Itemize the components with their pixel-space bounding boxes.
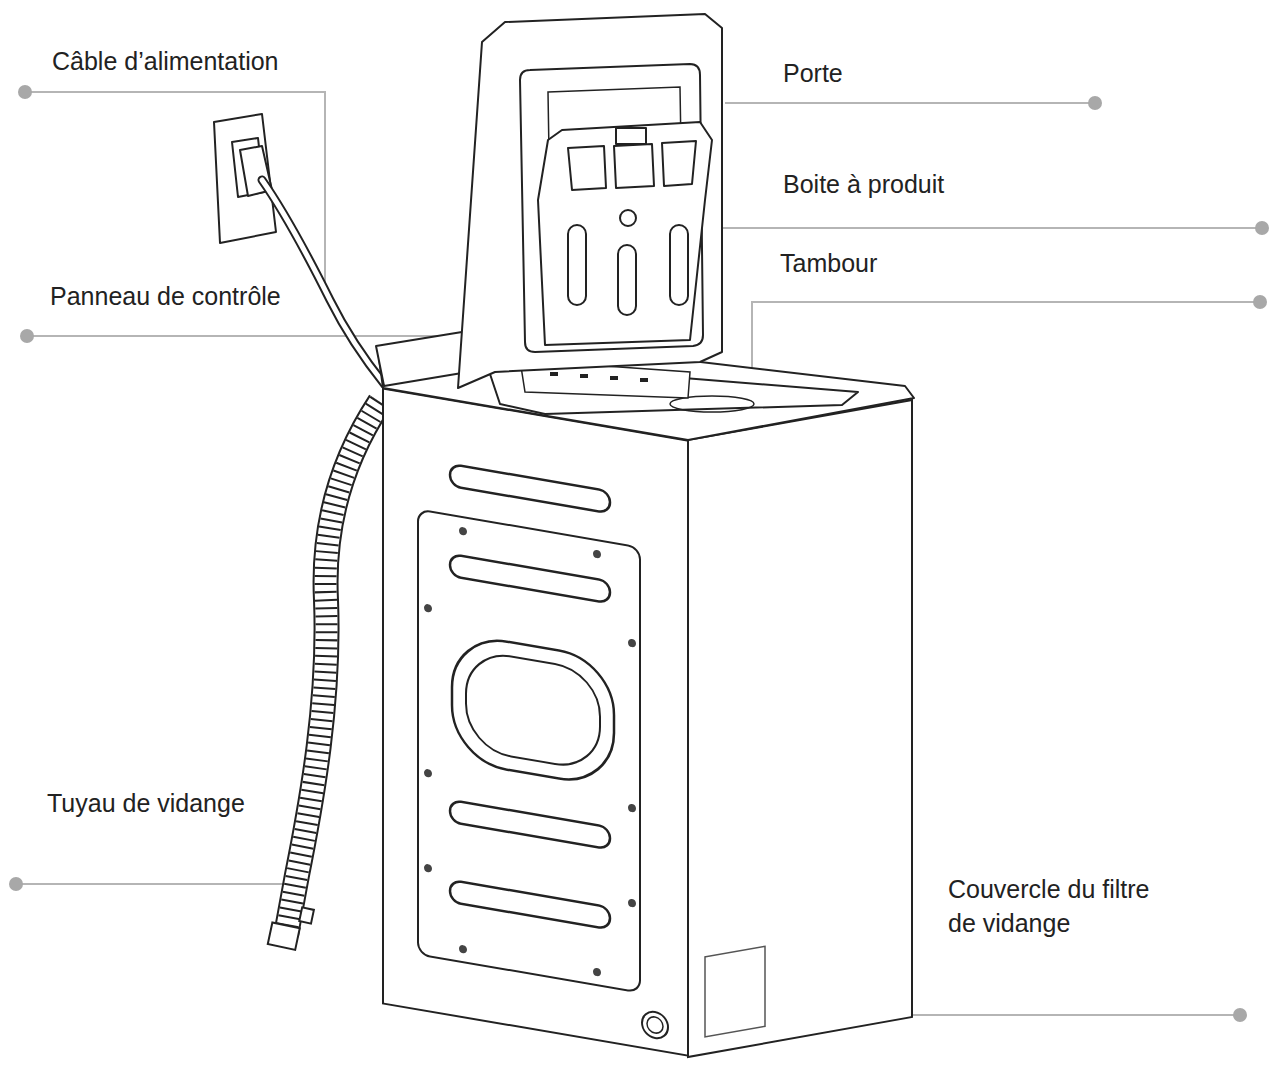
hinge-hole xyxy=(580,374,588,378)
box-slot xyxy=(618,245,636,315)
hose-end xyxy=(268,902,314,952)
screw xyxy=(628,898,636,907)
part-label: Tambour xyxy=(780,246,877,280)
back-face xyxy=(383,388,688,1055)
bottom-port-inner xyxy=(647,1016,663,1035)
leader-dots xyxy=(9,85,1269,1022)
leader-lines xyxy=(16,92,1262,1015)
box-slot xyxy=(670,225,688,305)
vent-slot xyxy=(450,554,610,603)
control-panel xyxy=(376,332,468,386)
screw xyxy=(593,967,601,976)
hinge-hole xyxy=(610,376,618,380)
part-label: Boite à produit xyxy=(783,167,944,201)
drain-hose-outline xyxy=(286,402,380,935)
leader-line xyxy=(725,102,1095,104)
right-face-group xyxy=(688,400,912,1057)
leader-line xyxy=(27,335,440,337)
compartment xyxy=(662,141,696,186)
access-opening-inner xyxy=(466,649,600,772)
detergent-box xyxy=(538,122,712,345)
part-label: Porte xyxy=(783,56,843,90)
box-slot xyxy=(568,225,586,305)
leader-dot xyxy=(1253,295,1267,309)
detergent-box-body xyxy=(538,122,712,345)
part-label: Câble d’alimentation xyxy=(52,44,279,78)
vent-slot xyxy=(450,800,610,849)
hose-clip xyxy=(299,907,314,923)
drain-hose-ribs xyxy=(286,402,380,935)
leader-dot xyxy=(18,85,32,99)
right-face xyxy=(688,400,912,1057)
part-label: Tuyau de vidange xyxy=(47,786,245,820)
screw xyxy=(628,638,636,647)
filter-cover xyxy=(705,946,765,1037)
leader-line xyxy=(25,92,325,290)
hose-nozzle xyxy=(268,923,300,950)
screw xyxy=(424,604,432,613)
panel-screws xyxy=(424,521,636,983)
leader-dot xyxy=(1255,221,1269,235)
back-face-group xyxy=(383,388,688,1055)
screw xyxy=(593,549,601,558)
screw xyxy=(459,526,467,535)
compartment xyxy=(568,146,606,190)
access-panel xyxy=(418,509,640,992)
leader-dot xyxy=(20,329,34,343)
box-latch xyxy=(616,128,646,144)
vent-slot xyxy=(450,880,610,929)
drain-hose-body xyxy=(286,402,380,935)
leader-dot xyxy=(1088,96,1102,110)
leader-dot xyxy=(1233,1008,1247,1022)
screw xyxy=(459,944,467,953)
box-knob xyxy=(620,210,636,226)
access-opening-outer xyxy=(452,632,614,788)
bottom-port xyxy=(642,1010,668,1040)
hinge-holes xyxy=(550,372,648,382)
screw xyxy=(628,803,636,812)
screw xyxy=(424,864,432,873)
wall-outlet xyxy=(214,114,276,243)
leader-line xyxy=(16,883,290,885)
outlet-plate xyxy=(214,114,276,243)
hinge-hole xyxy=(550,372,558,376)
hinge-hole xyxy=(640,378,648,382)
screw xyxy=(424,769,432,778)
leader-line xyxy=(690,227,1262,229)
part-label: Panneau de contrôle xyxy=(50,279,281,313)
part-label: Couvercle du filtre de vidange xyxy=(948,872,1180,940)
vent-slot xyxy=(450,464,610,513)
leader-dot xyxy=(9,877,23,891)
compartment xyxy=(614,144,654,188)
lid xyxy=(458,14,722,388)
